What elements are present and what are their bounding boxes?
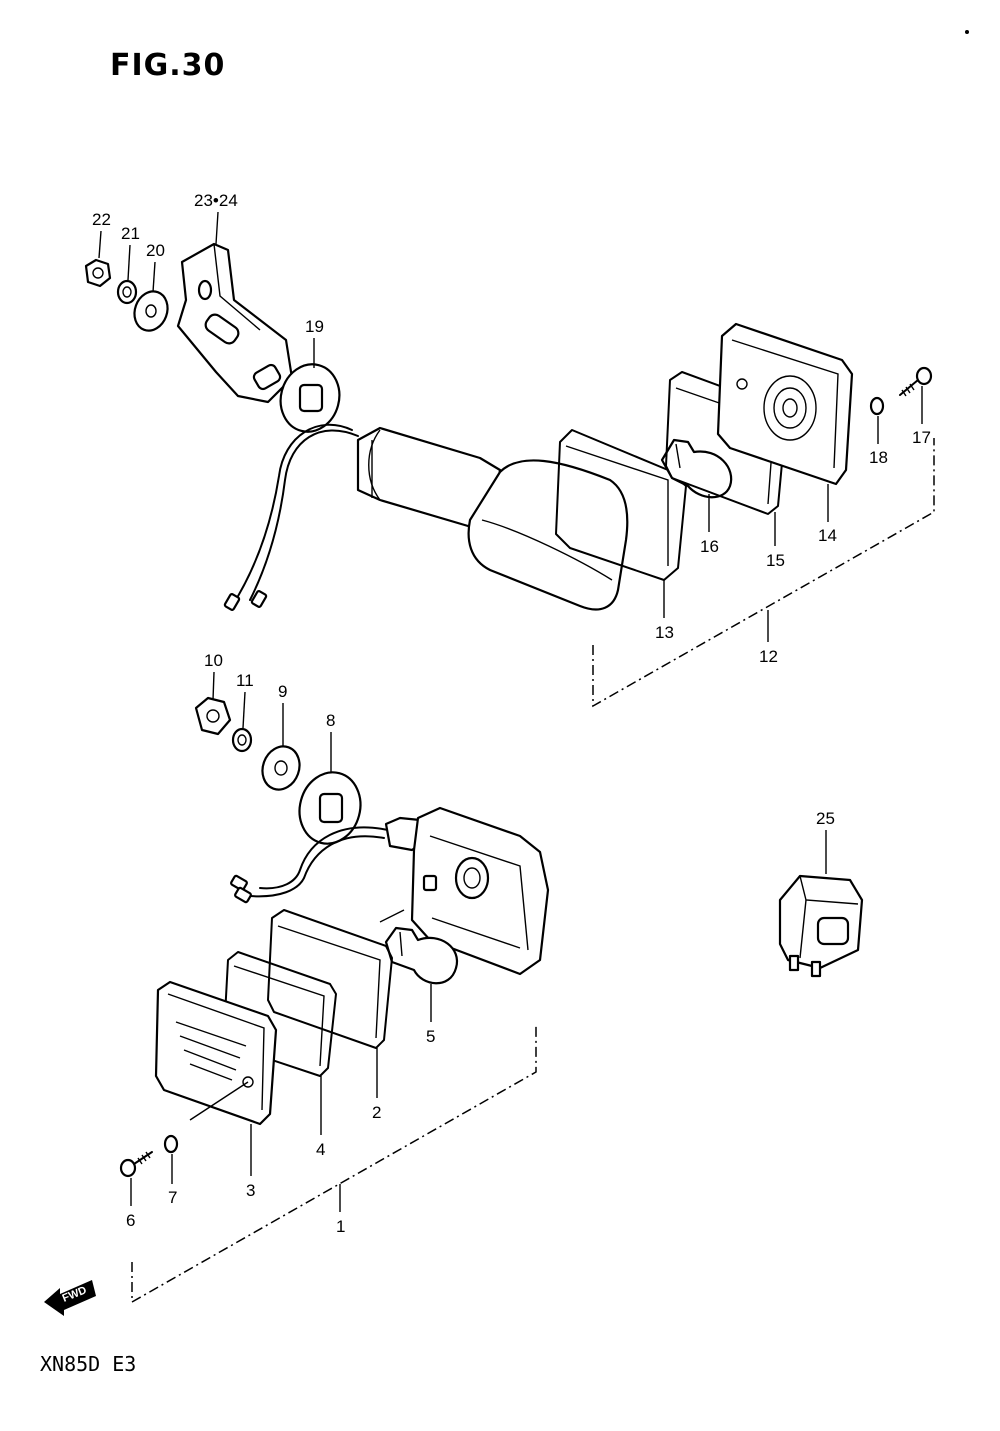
svg-text:25: 25: [816, 809, 835, 828]
svg-text:16: 16: [700, 537, 719, 556]
callout-22: 22: [92, 210, 111, 259]
bracket-23-24: [176, 242, 294, 404]
grommet-19: [279, 363, 341, 433]
assembly-bracket-1: [131, 1026, 537, 1304]
svg-text:6: 6: [126, 1211, 135, 1230]
relay-25: [778, 874, 864, 978]
wire-harness-upper: [223, 423, 359, 611]
svg-text:7: 7: [168, 1188, 177, 1207]
screw-17: [899, 366, 933, 397]
callout-20: 20: [146, 241, 165, 293]
svg-text:23•24: 23•24: [194, 191, 238, 210]
svg-text:9: 9: [278, 682, 287, 701]
svg-text:5: 5: [426, 1027, 435, 1046]
svg-text:13: 13: [655, 623, 674, 642]
gasket-2: [267, 909, 393, 1049]
callout-21: 21: [121, 224, 140, 281]
svg-text:4: 4: [316, 1140, 325, 1159]
callout-12: 12: [759, 610, 778, 666]
lock-washer-11: [231, 727, 253, 753]
nut-22: [84, 258, 112, 288]
bulb-16: [660, 438, 733, 499]
callout-25: 25: [816, 809, 835, 874]
screw-6: [119, 1151, 153, 1178]
callout-11: 11: [236, 671, 254, 729]
model-code: XN85D E3: [40, 1352, 137, 1376]
svg-text:19: 19: [305, 317, 324, 336]
svg-text:2: 2: [372, 1103, 381, 1122]
lamp-housing-upper: [467, 459, 629, 611]
callout-4: 4: [316, 1076, 325, 1159]
svg-text:1: 1: [336, 1217, 345, 1236]
washer-18: [869, 396, 885, 416]
lock-washer-21: [116, 279, 138, 305]
svg-text:8: 8: [326, 711, 335, 730]
washer-20: [133, 290, 169, 332]
washer-7: [163, 1134, 179, 1154]
svg-text:10: 10: [204, 651, 223, 670]
callout-1: 1: [336, 1184, 345, 1236]
callout-23-24: 23•24: [194, 191, 238, 245]
lens-14: [716, 322, 854, 486]
callout-19: 19: [305, 317, 324, 368]
callout-6: 6: [126, 1178, 135, 1230]
callout-2: 2: [372, 1048, 381, 1122]
bulb-5: [379, 909, 459, 985]
svg-text:3: 3: [246, 1181, 255, 1200]
svg-text:21: 21: [121, 224, 140, 243]
callout-9: 9: [278, 682, 287, 746]
speck: [965, 30, 969, 34]
lens-3: [154, 980, 278, 1126]
callout-7: 7: [168, 1154, 177, 1207]
svg-text:14: 14: [818, 526, 837, 545]
fwd-arrow-icon: FWD: [44, 1280, 96, 1316]
callout-17: 17: [912, 386, 931, 447]
callout-15: 15: [766, 512, 785, 570]
svg-text:12: 12: [759, 647, 778, 666]
svg-text:22: 22: [92, 210, 111, 229]
nut-10: [194, 696, 232, 736]
svg-text:17: 17: [912, 428, 931, 447]
wire-harness-lower: [230, 826, 389, 904]
lamp-housing-lower: [384, 806, 550, 976]
callout-18: 18: [869, 416, 888, 467]
svg-text:20: 20: [146, 241, 165, 260]
callout-10: 10: [204, 651, 223, 701]
callout-8: 8: [326, 711, 335, 772]
svg-text:15: 15: [766, 551, 785, 570]
callout-14: 14: [818, 484, 837, 545]
washer-9: [261, 745, 301, 791]
callout-5: 5: [426, 984, 435, 1046]
callout-13: 13: [655, 580, 674, 642]
leader-line: [189, 1081, 249, 1121]
callout-16: 16: [700, 494, 719, 556]
gasket-13: [555, 429, 687, 581]
figure-title: FIG.30: [110, 48, 226, 83]
callout-3: 3: [246, 1124, 255, 1200]
svg-text:11: 11: [236, 671, 254, 690]
grommet-8: [298, 771, 362, 845]
svg-text:18: 18: [869, 448, 888, 467]
